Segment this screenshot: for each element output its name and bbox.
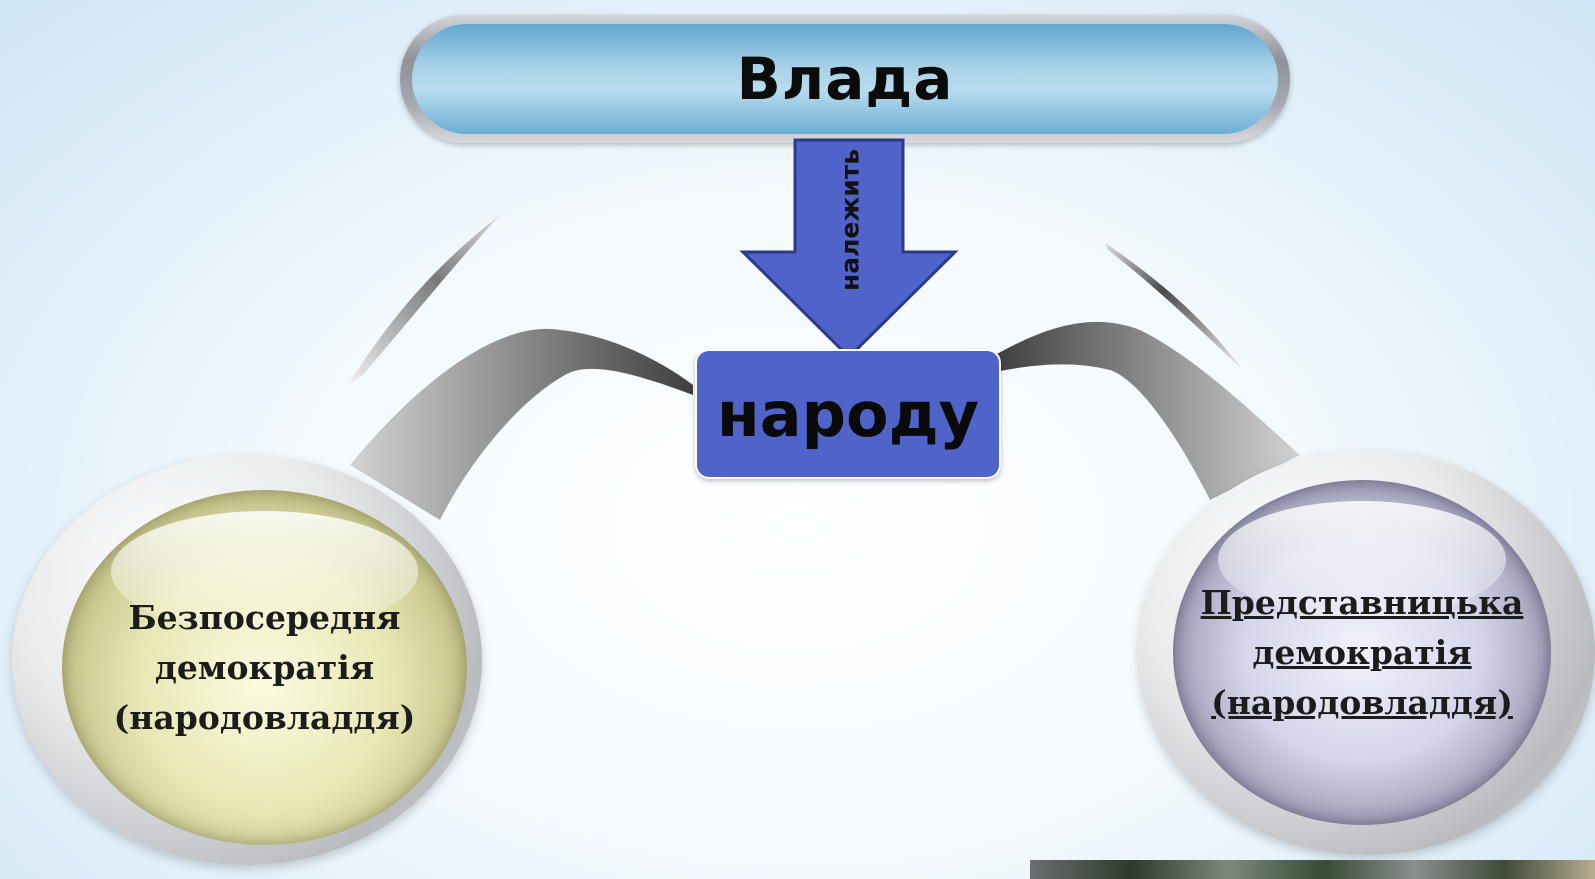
center-box: народу xyxy=(695,349,1001,479)
title-pill: Влада xyxy=(400,15,1290,143)
diagram-title: Влада xyxy=(736,45,954,113)
right-node-text[interactable]: Представницька демократія (народовладдя) xyxy=(1201,578,1524,728)
right-node-line-3[interactable]: (народовладдя) xyxy=(1211,682,1513,722)
left-ribbon xyxy=(350,328,693,520)
arrow-label: належить xyxy=(835,148,865,292)
right-circle-gloss xyxy=(1218,500,1506,618)
left-circle-gloss xyxy=(110,511,419,632)
down-arrow xyxy=(739,138,959,360)
left-circle-inner: Безпосередня демократія (народовладдя) xyxy=(62,490,467,845)
right-node-line-2[interactable]: демократія xyxy=(1252,632,1472,672)
center-label: народу xyxy=(716,377,980,451)
left-node-line-1: Безпосередня xyxy=(128,597,401,637)
left-node-text: Безпосередня демократія (народовладдя) xyxy=(114,593,416,743)
left-sliver xyxy=(348,215,500,384)
photo-strip xyxy=(1030,860,1595,879)
title-pill-inner: Влада xyxy=(412,24,1278,134)
right-circle: Представницька демократія (народовладдя) xyxy=(1138,450,1595,855)
left-node-line-3: (народовладдя) xyxy=(113,697,416,737)
left-node-line-2: демократія xyxy=(154,647,375,687)
right-ribbon xyxy=(995,321,1300,500)
right-node-line-1[interactable]: Представницька xyxy=(1200,582,1524,622)
right-circle-inner: Представницька демократія (народовладдя) xyxy=(1173,480,1551,825)
left-circle: Безпосередня демократія (народовладдя) xyxy=(12,455,482,865)
right-sliver xyxy=(1105,243,1243,370)
